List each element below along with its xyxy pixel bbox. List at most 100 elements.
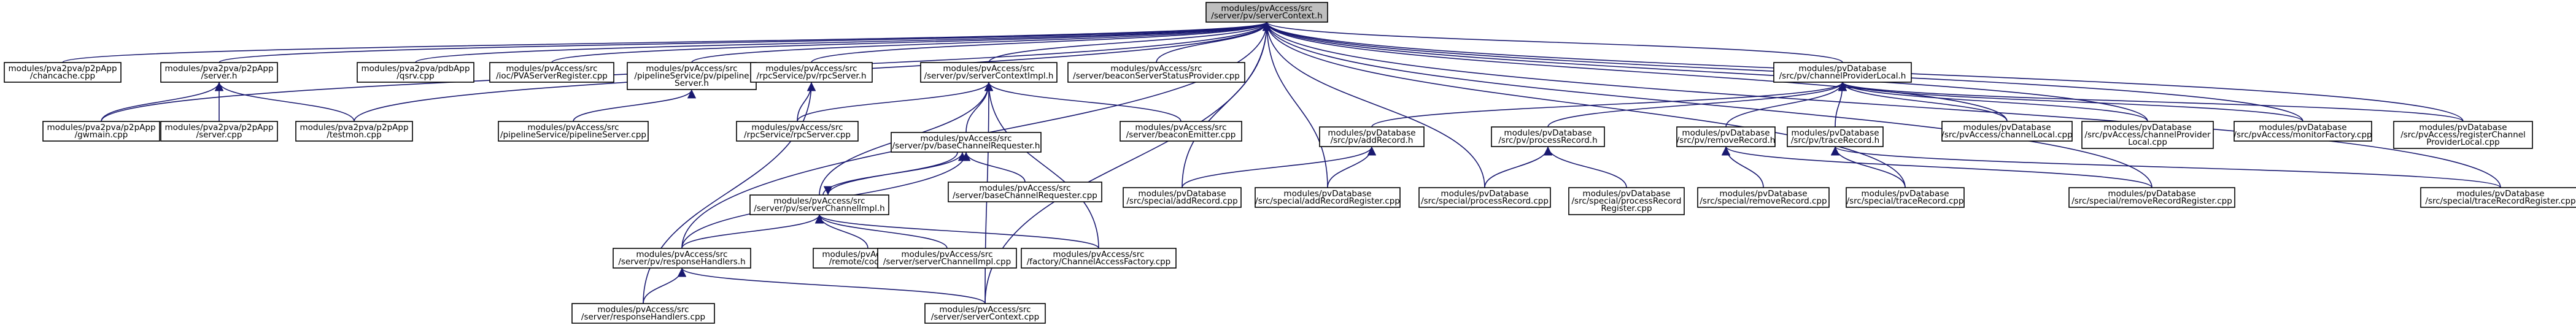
file-node[interactable]: modules/pvDatabase/src/special/addRecord… xyxy=(1123,187,1242,208)
edge-chancache-to-root xyxy=(62,21,1271,63)
node-label-line: modules/pvDatabase xyxy=(1963,123,2051,132)
edge-addregcpp-to-root xyxy=(1262,21,1328,188)
node-box xyxy=(489,62,614,83)
file-node[interactable]: modules/pvDatabase/src/special/removeRec… xyxy=(1697,187,1830,208)
file-node[interactable]: modules/pvDatabase/src/pvAccess/channelL… xyxy=(1941,121,2073,142)
node-box xyxy=(877,248,1017,269)
node-label-line: modules/pvDatabase xyxy=(1798,64,1886,74)
file-node[interactable]: modules/pva2pva/p2pApp/chancache.cpp xyxy=(4,62,122,83)
file-node[interactable]: modules/pvAccess/src/factory/ChannelAcce… xyxy=(1021,248,1177,269)
node-box xyxy=(1941,121,2073,142)
node-box xyxy=(571,303,715,324)
node-label-line: modules/pvDatabase xyxy=(2103,123,2191,132)
file-node[interactable]: modules/pvAccess/src/server/beaconServer… xyxy=(1067,62,1245,83)
file-node[interactable]: modules/pvDatabase/src/pvAccess/monitorF… xyxy=(2234,121,2372,142)
edge-cplcpp-to-root xyxy=(1263,21,2148,122)
file-node[interactable]: modules/pvAccess/src/server/serverChanne… xyxy=(877,248,1017,269)
node-label-line: /src/pv/traceRecord.h xyxy=(1791,136,1879,145)
node-label-line: /src/special/removeRecordRegister.cpp xyxy=(2071,196,2232,206)
file-node[interactable]: modules/pvAccess/src/server/pv/baseChann… xyxy=(891,132,1042,153)
file-node[interactable]: modules/pvAccess/src/pipelineService/pip… xyxy=(498,121,649,142)
file-node[interactable]: modules/pvDatabase/src/special/traceReco… xyxy=(2420,187,2576,208)
file-node[interactable]: modules/pvDatabase/src/special/removeRec… xyxy=(2068,187,2235,208)
node-label-line: modules/pvDatabase xyxy=(1283,189,1371,199)
file-node[interactable]: modules/pva2pva/p2pApp/server.cpp xyxy=(160,121,278,142)
file-node[interactable]: modules/pvAccess/src/rpcService/rpcServe… xyxy=(736,121,859,142)
node-label-line: modules/pvAccess/src xyxy=(1135,123,1226,132)
file-node[interactable]: modules/pvAccess/src/server/pv/responseH… xyxy=(613,248,751,269)
file-node[interactable]: modules/pva2pva/pdbApp/qsrv.cpp xyxy=(357,62,474,83)
file-node[interactable]: modules/pvDatabase/src/special/traceReco… xyxy=(1846,187,1965,208)
node-label-line: /factory/ChannelAccessFactory.cpp xyxy=(1027,257,1171,267)
edge-regcpl-to-cplh xyxy=(1838,82,2464,122)
file-node[interactable]: modules/pvDatabase/src/pv/addRecord.h xyxy=(1319,126,1425,147)
node-label-line: /testmon.cpp xyxy=(327,130,381,140)
edge-qsrv-to-root xyxy=(415,21,1271,63)
file-node[interactable]: modules/pvAccess/src/server/pv/serverCon… xyxy=(920,62,1058,83)
file-node[interactable]: modules/pvAccess/src/server/serverContex… xyxy=(924,303,1046,324)
file-node[interactable]: modules/pvDatabase/src/pv/processRecord.… xyxy=(1491,126,1605,147)
edge-addreccpp-to-addrech xyxy=(1182,146,1377,188)
file-node[interactable]: modules/pvAccess/src/rpcService/pv/rpcSe… xyxy=(750,62,873,83)
node-label-line: /src/pv/processRecord.h xyxy=(1498,136,1597,145)
node-box xyxy=(1773,62,1912,83)
node-box xyxy=(357,62,474,83)
edge-p2pserverh-to-root xyxy=(219,21,1271,63)
node-box xyxy=(613,248,751,269)
node-label-line: modules/pvDatabase xyxy=(2259,123,2346,132)
node-label-line: ProviderLocal.cpp xyxy=(2426,137,2499,147)
node-label-line: /server/pv/responseHandlers.h xyxy=(618,257,745,267)
node-label-line: Register.cpp xyxy=(1601,204,1652,213)
file-node[interactable]: modules/pva2pva/p2pApp/gwmain.cpp xyxy=(42,121,160,142)
node-label-line: /server/baseChannelRequester.cpp xyxy=(953,191,1097,201)
file-node[interactable]: modules/pvDatabase/src/special/addRecord… xyxy=(1255,187,1401,208)
edge-remregcpp-to-root xyxy=(1262,21,2152,188)
node-box xyxy=(891,132,1042,153)
root-node[interactable]: modules/pvAccess/src/server/pv/serverCon… xyxy=(1205,2,1328,23)
file-node[interactable]: modules/pvDatabase/src/pvAccess/register… xyxy=(2393,121,2533,149)
file-node[interactable]: modules/pvAccess/src/server/baseChannelR… xyxy=(948,182,1102,202)
node-label-line: /src/pvAccess/channelProvider xyxy=(2084,130,2211,140)
edge-pipecpp-to-pipeh xyxy=(573,89,697,122)
edge-monfactory-to-cplh xyxy=(1838,82,2303,122)
file-node[interactable]: modules/pvAccess/src/pipelineService/pv/… xyxy=(627,62,757,90)
edge-beaconemitter-to-sctximplh xyxy=(984,82,1182,122)
file-node[interactable]: modules/pvDatabase/src/special/processRe… xyxy=(1568,187,1685,215)
file-node[interactable]: modules/pva2pva/p2pApp/testmon.cpp xyxy=(295,121,413,142)
edge-traceregcpp-to-tracerech xyxy=(1831,146,2501,188)
node-box xyxy=(1123,187,1242,208)
node-label-line: modules/pvAccess/src xyxy=(939,305,1031,315)
node-label-line: /src/special/addRecord.cpp xyxy=(1126,196,1237,206)
node-box xyxy=(948,182,1102,202)
edge-proccpp-to-root xyxy=(1262,21,1485,188)
node-label-line: modules/pva2pva/p2pApp xyxy=(164,64,273,74)
node-label-line: modules/pva2pva/pdbApp xyxy=(361,64,470,74)
file-node[interactable]: modules/pvAccess/src/ioc/PVAServerRegist… xyxy=(489,62,614,83)
node-label-line: /src/pvAccess/channelLocal.cpp xyxy=(1941,130,2072,140)
file-node[interactable]: modules/pvDatabase/src/pv/removeRecord.h xyxy=(1676,126,1776,147)
edge-addregcpp-to-addrech xyxy=(1327,146,1377,188)
node-label-line: /qsrv.cpp xyxy=(396,71,435,81)
file-node[interactable]: modules/pvAccess/src/server/beaconEmitte… xyxy=(1120,121,1242,142)
file-node[interactable]: modules/pvDatabase/src/pvAccess/channelP… xyxy=(2081,121,2214,149)
node-box xyxy=(2420,187,2576,208)
edge-factory-to-sctximplh xyxy=(984,82,1099,249)
file-node[interactable]: modules/pvDatabase/src/pv/traceRecord.h xyxy=(1787,126,1884,147)
file-node[interactable]: modules/pva2pva/p2pApp/server.h xyxy=(160,62,278,83)
node-box xyxy=(1846,187,1965,208)
node-box xyxy=(1205,2,1328,23)
edge-iocreg-to-root xyxy=(551,21,1271,63)
node-box xyxy=(295,121,413,142)
node-box xyxy=(498,121,649,142)
node-label-line: modules/pvAccess/src xyxy=(751,123,843,132)
file-node[interactable]: modules/pvAccess/src/server/pv/serverCha… xyxy=(749,194,889,215)
node-box xyxy=(1697,187,1830,208)
edge-respcpp-to-rpcserverh xyxy=(643,82,816,304)
node-box xyxy=(4,62,122,83)
file-node[interactable]: modules/pvDatabase/src/special/processRe… xyxy=(1418,187,1551,208)
file-node[interactable]: modules/pvDatabase/src/pv/channelProvide… xyxy=(1773,62,1912,83)
node-box xyxy=(1067,62,1245,83)
file-node[interactable]: modules/pvAccess/src/server/responseHand… xyxy=(571,303,715,324)
node-label-line: modules/pva2pva/p2pApp xyxy=(8,64,117,74)
